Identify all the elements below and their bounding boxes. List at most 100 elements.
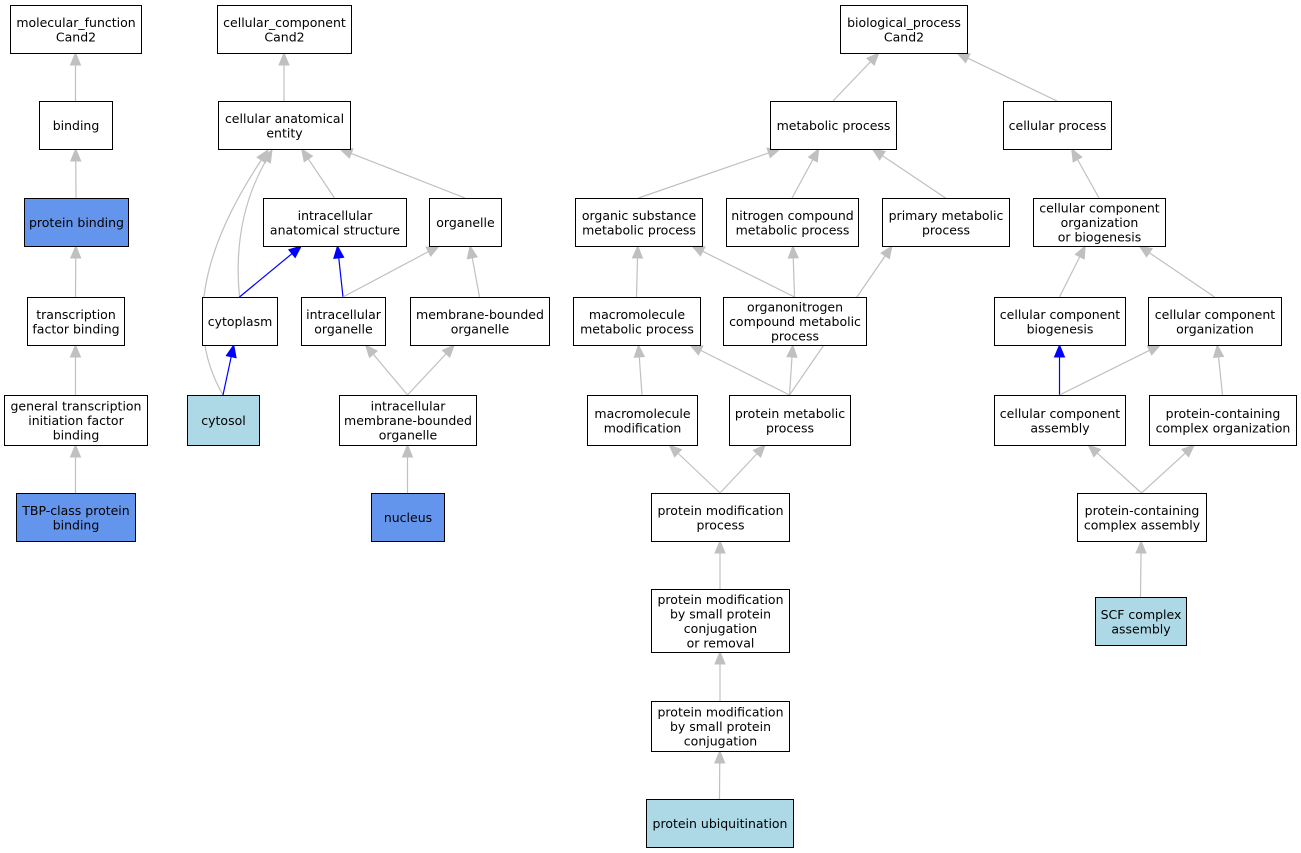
node-box: [994, 395, 1126, 446]
node-binding[interactable]: binding: [39, 101, 113, 150]
node-label-line: protein binding: [29, 215, 124, 230]
node-cellular-proc[interactable]: cellular process: [1003, 101, 1112, 150]
node-label-line: binding: [53, 517, 100, 532]
edge-ccob-to-cellular_proc: [1071, 147, 1100, 199]
edge-arrowhead: [287, 245, 303, 259]
node-box: [723, 297, 867, 346]
node-box: [218, 101, 351, 150]
edge-arrowhead: [690, 245, 706, 257]
edge-pcco-to-cco: [1212, 343, 1225, 396]
node-box: [339, 395, 477, 446]
node-label-line: complex assembly: [1084, 517, 1201, 532]
edge-arrowhead: [688, 344, 704, 356]
edge-protein_binding-to-binding: [70, 147, 82, 199]
node-label-line: macromolecule: [594, 406, 690, 421]
node-label-line: protein modification: [658, 705, 784, 720]
edge-arrowhead: [425, 245, 441, 257]
node-box: [4, 395, 148, 446]
node-label-line: compound metabolic: [729, 314, 861, 329]
node-label-line: complex organization: [1156, 420, 1291, 435]
node-box: [371, 493, 445, 542]
node-label-line: cellular_component: [223, 15, 346, 30]
node-organelle[interactable]: organelle: [429, 198, 502, 247]
node-protein-binding[interactable]: protein binding: [24, 198, 129, 247]
node-metabolic[interactable]: metabolic process: [770, 101, 897, 150]
edge-intra_org-to-ias: [333, 244, 345, 298]
edge-line: [237, 160, 267, 298]
edge-arrowhead: [69, 51, 82, 66]
node-box: [575, 198, 703, 247]
edge-line: [677, 452, 721, 494]
node-cytoplasm[interactable]: cytoplasm: [202, 297, 278, 346]
edge-mm_mod-to-mmp: [633, 343, 646, 396]
node-label-line: organelle: [314, 321, 373, 336]
node-ubiq[interactable]: protein ubiquitination: [646, 799, 794, 848]
edge-arrowhead: [807, 147, 820, 163]
edge-line: [1217, 356, 1224, 396]
node-box: [651, 493, 790, 542]
node-label-line: cellular component: [1000, 406, 1120, 421]
edge-intra_org-to-organelle: [342, 245, 441, 298]
node-label-line: Cand2: [884, 29, 924, 44]
edge-arrowhead: [714, 539, 726, 554]
edge-arrowhead: [955, 52, 971, 64]
edge-line: [239, 253, 293, 298]
edge-line: [342, 251, 429, 298]
node-label-line: metabolic process: [777, 118, 891, 133]
node-label-line: SCF complex: [1101, 607, 1182, 622]
edge-arrowhead: [631, 244, 644, 259]
node-box: [10, 5, 142, 54]
edge-line: [1059, 349, 1150, 396]
node-label-line: process: [766, 420, 814, 435]
edge-line: [471, 257, 481, 298]
node-cytosol[interactable]: cytosol: [187, 395, 260, 446]
edge-arrowhead: [786, 343, 798, 358]
node-box: [1095, 597, 1187, 646]
edge-line: [792, 257, 796, 298]
edge-arrowhead: [1071, 147, 1083, 163]
node-label-line: metabolic process: [582, 222, 696, 237]
edge-pmod-to-mm_mod: [668, 444, 721, 494]
node-box: [187, 395, 260, 446]
edge-line: [372, 353, 408, 396]
edge-arrowhead: [713, 749, 726, 764]
edge-imbo-to-mb_org: [407, 344, 456, 396]
edge-ias-to-cae: [300, 147, 335, 199]
node-box: [263, 198, 407, 247]
node-label-line: organization: [1176, 321, 1254, 336]
node-label-line: TBP-class protein: [21, 503, 129, 518]
edge-line: [1058, 256, 1081, 298]
edge-arrowhead: [256, 148, 269, 164]
node-label-line: cellular component: [1155, 307, 1275, 322]
node-nucleus[interactable]: nucleus: [371, 493, 445, 542]
edge-pmsp_cr-to-pmod: [714, 539, 726, 589]
